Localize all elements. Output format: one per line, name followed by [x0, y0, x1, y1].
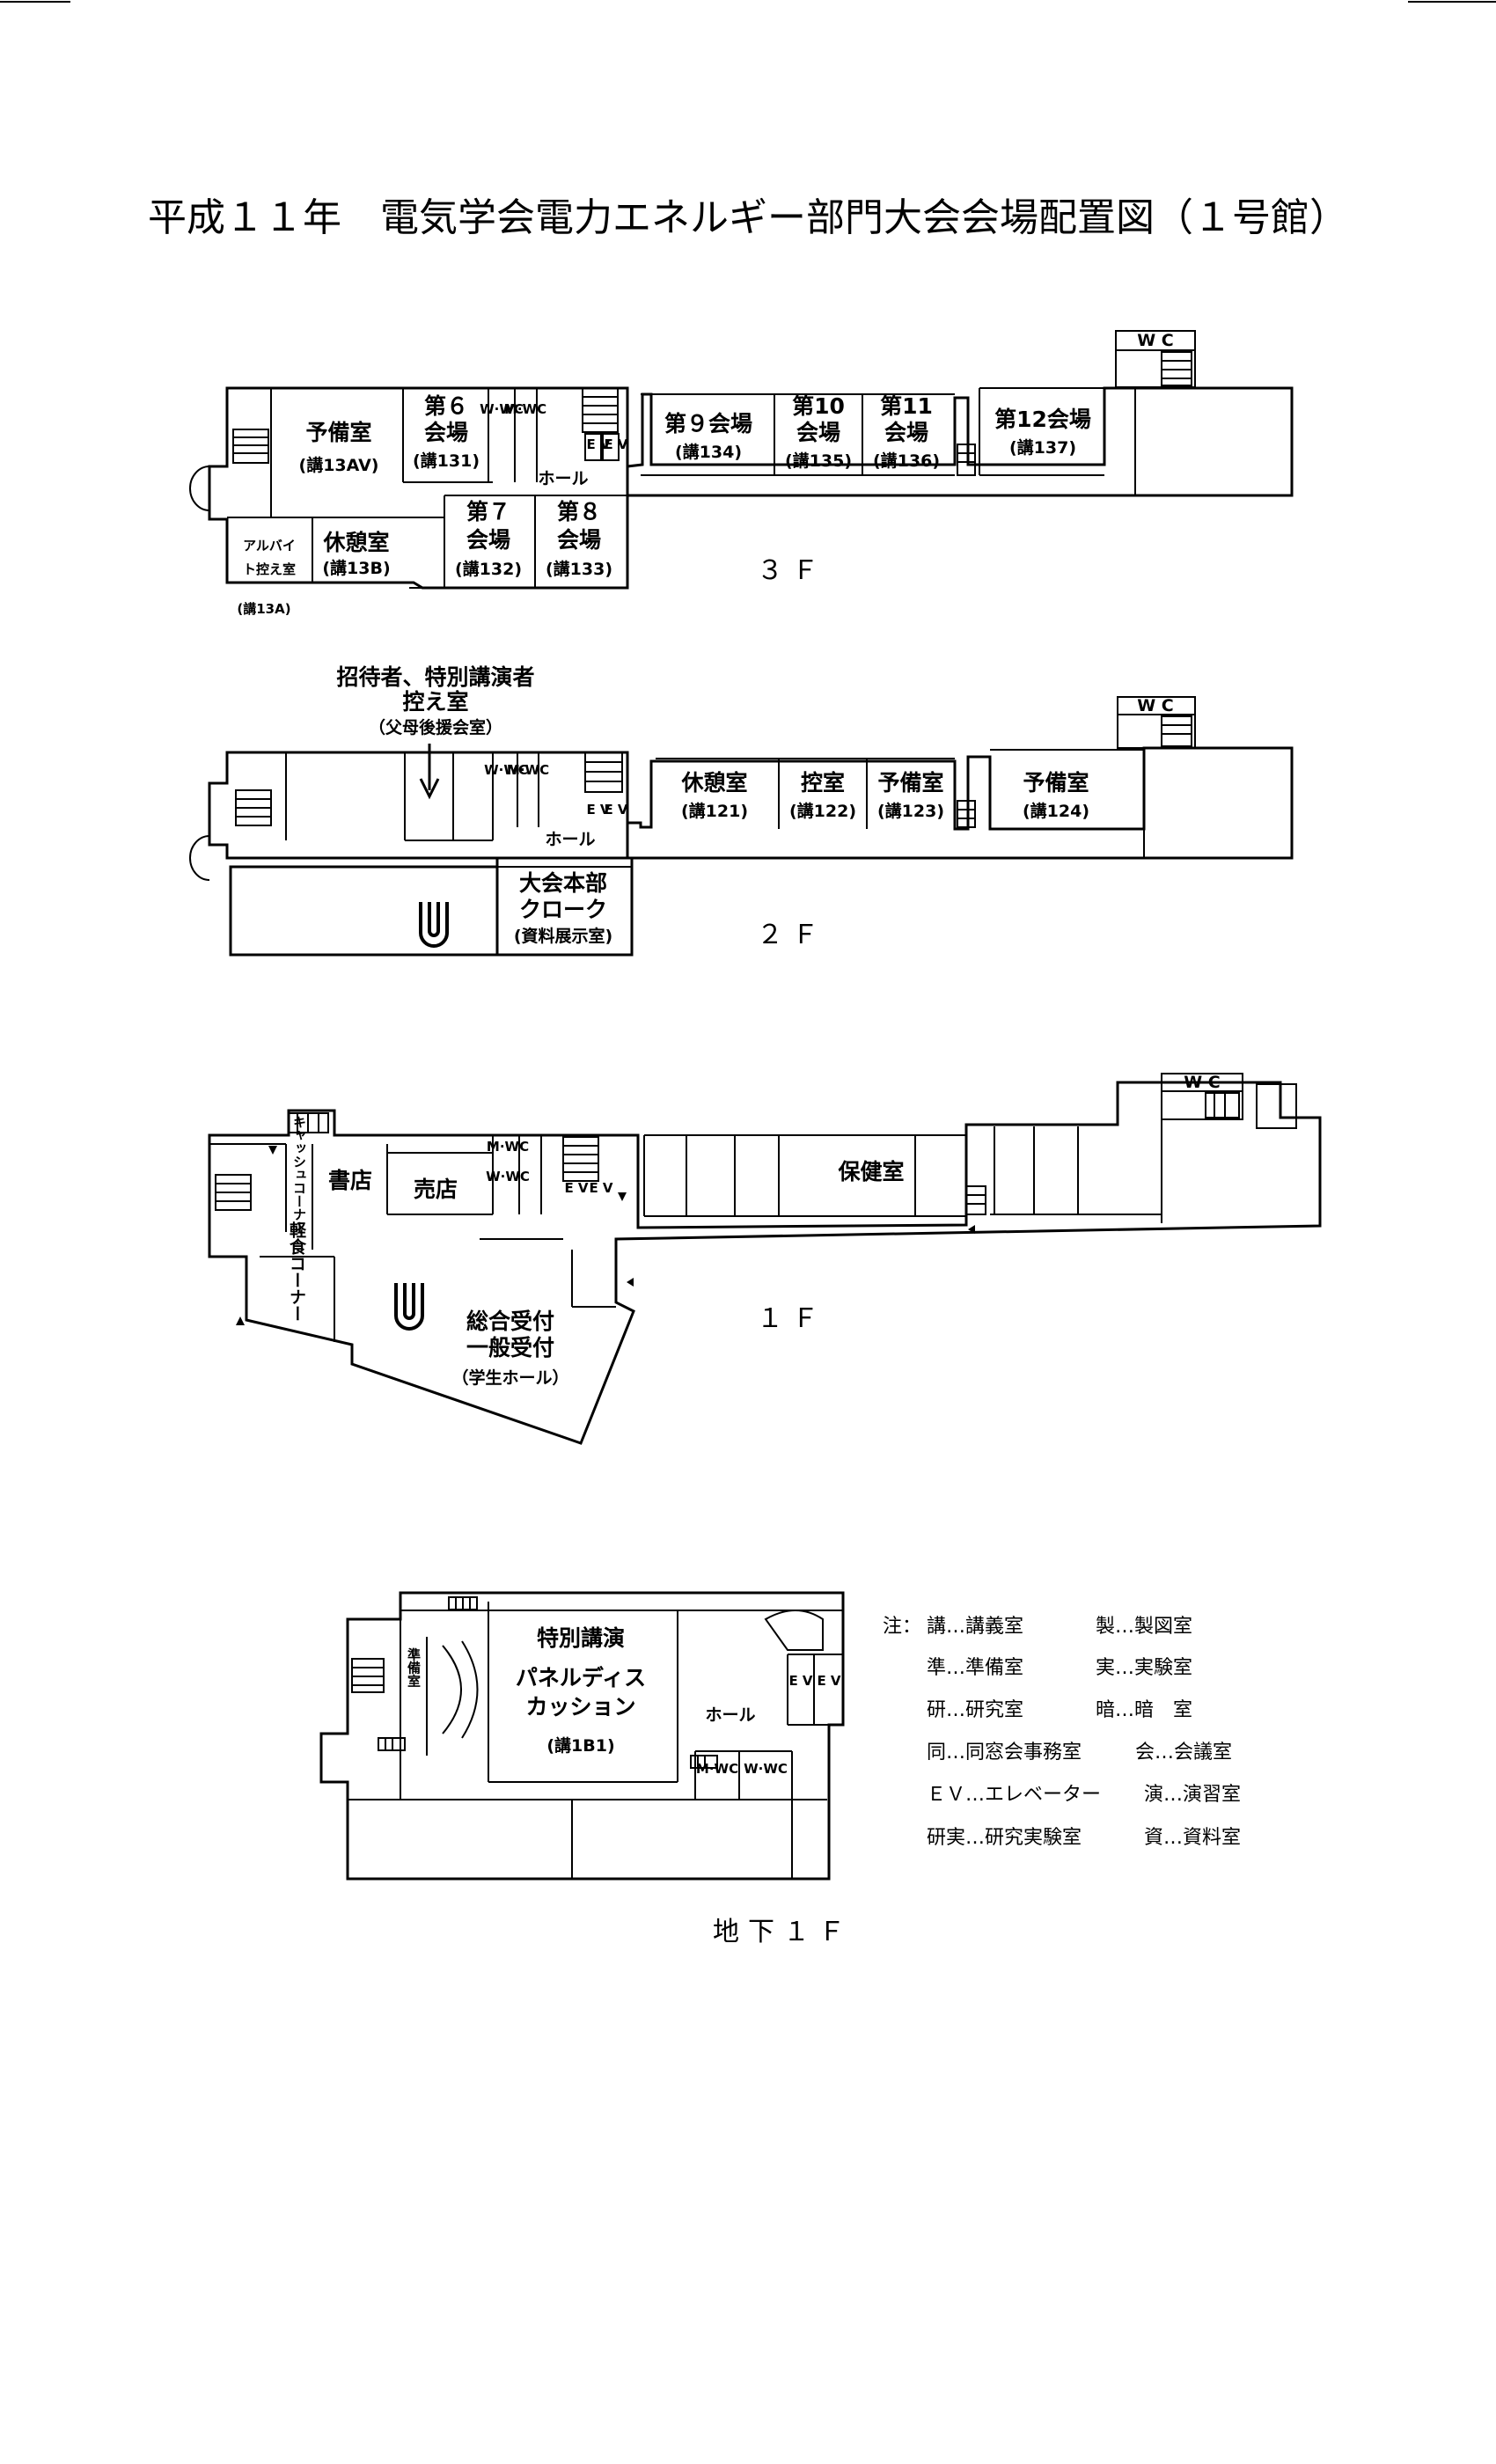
room-panel-line1: パネルディス	[516, 1665, 646, 1690]
legend-item: 暗…暗 室	[1096, 1699, 1192, 1721]
legend-head: 注：	[883, 1616, 921, 1638]
wc-label: W C	[1137, 696, 1174, 715]
room-bookstore: 書店	[328, 1168, 372, 1193]
room-code: (講13AV)	[299, 455, 379, 475]
men-wc: M·WC	[504, 401, 546, 417]
room-junbi: 準備室	[406, 1647, 422, 1688]
room-code: (講13A)	[237, 601, 290, 617]
room-11-line1: 第11	[880, 393, 933, 419]
hall-label: ホール	[705, 1705, 755, 1725]
floor-3f-plan: 予備室 (講13AV) 第６ 会場 (講131) W·WC M·WC E V E…	[189, 330, 1294, 617]
men-wc: M·WC	[487, 1139, 529, 1155]
reception-main: 総合受付	[466, 1309, 554, 1334]
floor-label-2f: ２Ｆ	[757, 920, 827, 950]
floor-2f-plan: 招待者、特別講演者 控え室 （父母後援会室）	[189, 664, 1294, 957]
room-code: (講121)	[681, 801, 748, 821]
elevator: E V	[817, 1673, 840, 1689]
legend: 注： 講…講義室 製…製図室 準…準備室 実…実験室 研…研究室 暗…暗 室 同…	[883, 1616, 1241, 1849]
room-yobi: 予備室	[305, 420, 371, 445]
elevator: E V	[586, 436, 610, 452]
room-11-line2: 会場	[884, 420, 928, 445]
room-10-line2: 会場	[796, 420, 840, 445]
room-code: (講13B)	[322, 558, 390, 578]
room-code: (講137)	[1009, 437, 1076, 458]
room-code: (講1B1)	[546, 1735, 614, 1756]
room-8-line1: 第８	[557, 499, 601, 524]
room-yobi: 予備室	[877, 770, 943, 796]
women-wc: W·WC	[484, 762, 528, 778]
room-panel-line2: カッション	[525, 1694, 635, 1720]
page-title: 平成１１年 電気学会電力エネルギー部門大会会場配置図（１号館）	[148, 195, 1348, 240]
note-line2: 控え室	[402, 689, 468, 715]
room-12: 第12会場	[994, 407, 1091, 432]
room-code: (講124)	[1023, 801, 1089, 821]
room-arbeit-line1: アルバイ	[243, 538, 296, 554]
legend-item: 会…会議室	[1135, 1742, 1232, 1764]
hall-label: ホール	[545, 830, 595, 849]
floor-label-1f: １Ｆ	[757, 1303, 827, 1334]
room-6-line1: 第６	[424, 393, 468, 419]
room-code: (講131)	[413, 451, 480, 471]
legend-item: 講…講義室	[927, 1616, 1023, 1638]
room-code: (講135)	[785, 451, 852, 471]
room-cloak: クローク	[519, 897, 607, 922]
floor-1f-plan: 書店 売店 キャッシュコーナー M·WC W·WC E V E V 保健室 軽食…	[208, 1073, 1322, 1445]
room-hikae: 控室	[801, 770, 845, 796]
men-wc: M·WC	[507, 762, 549, 778]
cash-corner: キャッシュコーナー	[291, 1116, 307, 1235]
wc-label: W C	[1184, 1073, 1221, 1092]
women-wc: W·WC	[744, 1761, 788, 1777]
elevator: E V	[604, 436, 627, 452]
room-6-line2: 会場	[424, 420, 468, 445]
room-tokubetsu: 特別講演	[537, 1625, 625, 1651]
room-code: (資料展示室)	[514, 926, 612, 946]
room-code: (講123)	[877, 801, 944, 821]
room-8-line2: 会場	[557, 527, 601, 553]
men-wc: M·WC	[696, 1761, 738, 1777]
women-wc: W·WC	[486, 1169, 530, 1184]
room-keishoku: 軽食コーナー	[287, 1221, 306, 1322]
room-7-line2: 会場	[466, 527, 510, 553]
reception-general: 一般受付	[466, 1335, 554, 1360]
legend-item: 資…資料室	[1144, 1827, 1241, 1849]
wc-label: W C	[1137, 331, 1174, 350]
floor-label-3f: ３Ｆ	[757, 555, 827, 586]
legend-item: 製…製図室	[1096, 1616, 1192, 1638]
room-code: (講132)	[455, 559, 522, 579]
room-arbeit-line2: ト控え室	[243, 561, 296, 577]
legend-item: 研実…研究実験室	[927, 1827, 1082, 1849]
legend-item: 準…準備室	[927, 1657, 1023, 1679]
note-line3: （父母後援会室）	[369, 717, 502, 737]
legend-item: 演…演習室	[1144, 1784, 1241, 1806]
floor-b1-plan: 準備室 特別講演 パネルディス カッション (講1B1) ホール E V E V…	[319, 1591, 854, 1947]
elevator: E V	[788, 1673, 812, 1689]
women-wc: W·WC	[480, 401, 524, 417]
room-kyukei: 休憩室	[680, 770, 747, 796]
room-9: 第９会場	[664, 411, 752, 436]
room-code: (講133)	[546, 559, 612, 579]
elevator: E V	[604, 802, 627, 818]
floor-label-b1: 地下１Ｆ	[713, 1917, 854, 1947]
elevator: E V	[589, 1180, 612, 1196]
elevator: E V	[586, 802, 610, 818]
legend-item: ＥＶ…エレベーター	[927, 1784, 1101, 1806]
legend-item: 研…研究室	[927, 1699, 1023, 1721]
note-line1: 招待者、特別講演者	[336, 664, 534, 690]
room-hoken: 保健室	[837, 1159, 904, 1184]
legend-item: 同…同窓会事務室	[927, 1742, 1082, 1764]
room-shop: 売店	[414, 1177, 458, 1202]
room-code: (講122)	[789, 801, 856, 821]
student-hall: （学生ホール）	[451, 1368, 568, 1388]
room-10-line1: 第10	[792, 393, 845, 419]
room-7-line1: 第７	[466, 499, 510, 524]
elevator: E V	[564, 1180, 588, 1196]
legend-item: 実…実験室	[1096, 1657, 1192, 1679]
hall-label: ホール	[538, 469, 588, 488]
room-code: (講136)	[873, 451, 940, 471]
room-yobi: 予備室	[1023, 770, 1089, 796]
room-honbu: 大会本部	[519, 870, 607, 896]
room-kyukei: 休憩室	[322, 530, 389, 555]
room-code: (講134)	[675, 442, 742, 462]
